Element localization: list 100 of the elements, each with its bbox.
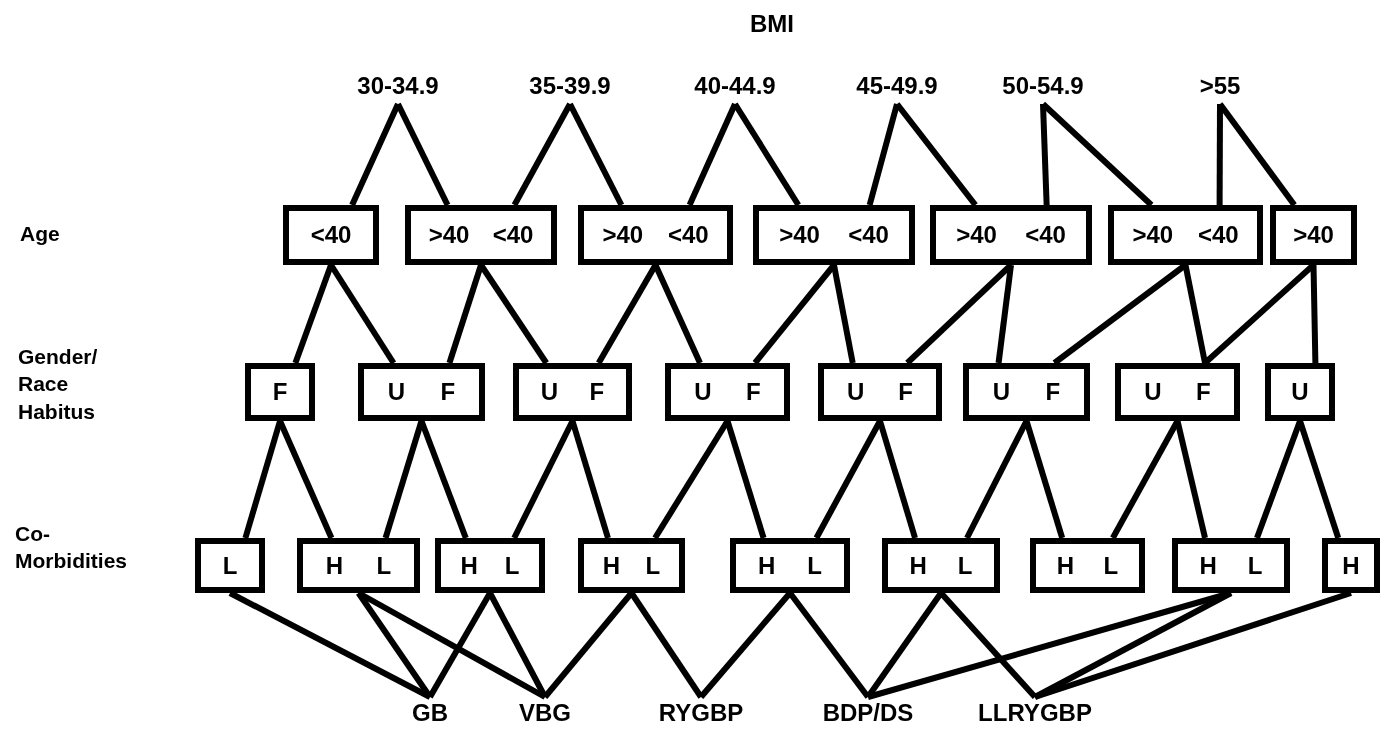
box-label: L [1103,551,1119,580]
box-label: F [589,378,605,406]
category-box [245,363,315,421]
connector-line [1182,264,1208,364]
connector-line [427,591,493,699]
category-box [578,538,685,593]
connector-line [938,591,1038,699]
connector-line [1174,420,1208,539]
box-label: >40 [428,221,470,249]
box-label: H [909,551,927,580]
connector-line [328,263,397,365]
category-box [1108,205,1263,265]
category-box [578,205,733,265]
category-box [405,205,557,265]
connector-line [686,102,738,207]
category-box [930,205,1092,265]
box-label: >40 [1293,221,1334,249]
box-label: >40 [956,221,997,249]
connector-line [877,420,918,539]
connector-line [831,264,856,364]
box-label: F [746,378,761,406]
connector-line [732,102,801,207]
box-label: L [222,551,238,580]
box-label: H [758,551,776,580]
connector-line [542,591,634,699]
category-box [1265,363,1335,421]
connector-line [382,420,425,539]
category-box [753,205,915,265]
box-label: >40 [779,221,820,249]
box-label: H [1342,551,1360,580]
box-label: L [645,551,661,580]
category-box [1172,538,1290,593]
box-label: U [387,378,406,406]
category-box [195,538,265,593]
connector-line [866,103,900,206]
box-label: U [540,378,559,406]
node-label: >55 [1155,66,1285,106]
box-label: L [957,551,973,580]
connector-line [995,264,1014,364]
box-label: L [1247,551,1263,580]
node-label: RYGBP [640,695,762,731]
box-label: <40 [492,221,534,249]
category-box [283,205,379,265]
connector-line [1310,264,1319,364]
category-box [1030,538,1145,593]
connector-line [511,102,573,207]
box-label: F [440,378,456,406]
connector-line [1297,420,1342,539]
category-box [1322,538,1380,593]
node-label: 30-34.9 [333,66,463,106]
connector-line [652,263,703,365]
box-label: <40 [848,221,889,249]
connector-line [242,420,283,539]
category-box [297,538,420,593]
box-label: U [992,378,1011,406]
title: BMI [750,9,794,39]
box-label: H [1056,551,1075,580]
category-box [1115,363,1240,421]
connector-line [1217,102,1297,207]
connector-line [569,420,611,539]
node-label: LLRYGBP [960,695,1110,731]
connector-line [349,102,401,207]
box-label: L [504,551,520,580]
connector-line [787,591,871,699]
node-label: BDP/DS [805,695,931,731]
box-label: <40 [1197,221,1239,249]
connector-line [567,102,625,207]
connector-line [1040,103,1050,206]
connector-line [1216,104,1223,205]
box-label: F [898,378,913,406]
box-label: >40 [602,221,644,249]
node-label: 40-44.9 [670,66,800,106]
connector-line [277,419,335,540]
connector-line [292,263,334,365]
box-label: U [1291,378,1309,406]
connector-line [1254,419,1303,540]
category-box [1270,205,1357,265]
connector-line [865,591,944,699]
row-label: Gender/ Race Habitus [18,344,99,425]
category-box [818,363,942,421]
category-box [358,363,485,421]
box-label: >40 [1132,221,1174,249]
node-label: GB [398,695,462,731]
box-label: H [602,551,621,580]
connector-line [418,419,469,540]
connector-line [395,102,451,207]
box-label: L [807,551,822,580]
connector-line [894,102,978,207]
row-label: Age [20,221,61,247]
connector-line [724,420,767,539]
category-box [730,538,850,593]
node-label: 45-49.9 [832,66,962,106]
row-label: Co- Morbidities [15,521,128,575]
category-box [963,363,1090,421]
category-box [435,538,545,593]
connector-line [698,591,793,699]
box-label: U [694,378,712,406]
box-label: <40 [667,221,709,249]
box-label: F [1045,378,1061,406]
box-label: <40 [310,221,352,249]
